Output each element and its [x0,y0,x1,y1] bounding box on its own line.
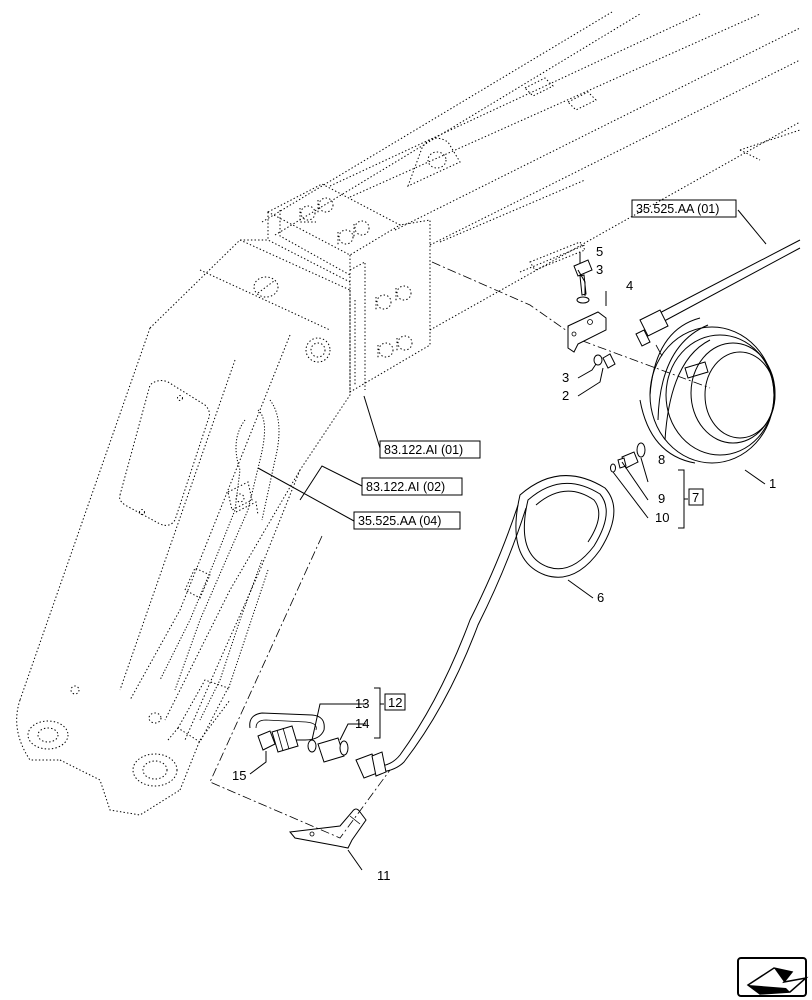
ref-box-35525-04 [353,511,461,530]
callout-11: 11 [377,868,391,883]
swivel-fittings [610,442,646,473]
callout-13: 13 [355,696,369,711]
callout-2: 2 [562,388,569,403]
ref-box-83122-02 [361,477,463,496]
callout-6: 6 [597,590,604,605]
callout-15: 15 [232,768,246,783]
leader-lines [249,209,767,871]
coupler-phantom-outline [209,535,391,839]
ref-35525-04: 35.525.AA (04) [358,514,441,528]
plate-fittings [299,197,413,359]
reference-labels: 35.525.AA (01) 83.122.AI (01) 83.122.AI … [353,199,737,530]
callout-5: 5 [596,244,603,259]
callout-8: 8 [658,452,665,467]
callout-3-lower: 3 [562,370,569,385]
ref-box-35525-01 [631,199,737,218]
boom-side-fittings [227,481,259,516]
group-brackets [374,469,688,739]
callout-9: 9 [658,491,665,506]
callout-4: 4 [626,278,633,293]
hose-reel [635,239,801,464]
next-page-arrow-icon[interactable] [737,957,809,997]
callout-3-upper: 3 [596,262,603,277]
boom-structure [16,11,801,816]
callouts: 1 2 3 3 4 5 6 8 9 10 11 13 14 15 7 12 [232,244,776,883]
callout-10: 10 [655,510,669,525]
callout-7-box [688,488,704,506]
ref-box-83122-01 [379,440,481,459]
ref-35525-01: 35.525.AA (01) [636,202,719,216]
coupler-bracket [289,808,367,849]
ref-83122-02: 83.122.AI (02) [366,480,445,494]
ref-83122-01: 83.122.AI (01) [384,443,463,457]
quick-couplers [249,712,349,763]
callout-12-box [384,693,406,711]
assembly-centerline [431,261,711,389]
callout-14: 14 [355,716,369,731]
callout-12: 12 [388,695,402,710]
callout-1: 1 [769,476,776,491]
bracket-assembly [567,259,616,369]
hose-coil [355,475,615,779]
callout-7: 7 [692,490,699,505]
